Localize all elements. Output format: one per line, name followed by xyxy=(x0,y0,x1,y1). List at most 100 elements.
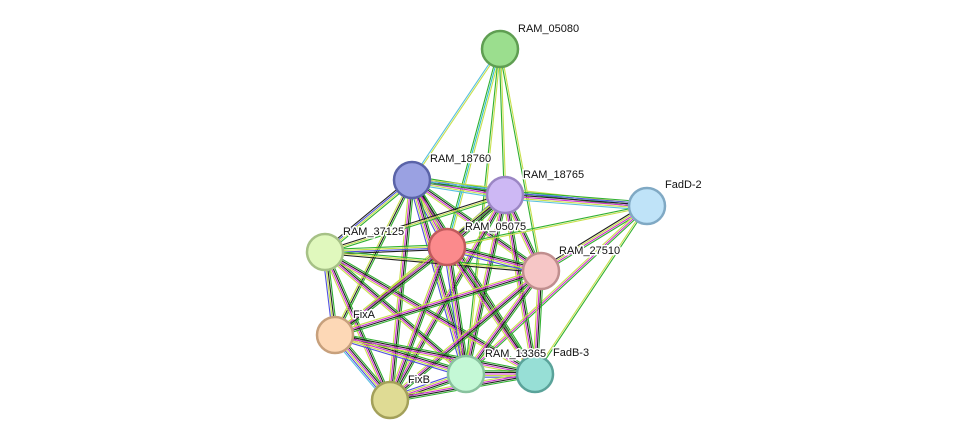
edge-evidence-line xyxy=(333,337,466,378)
edge-ram-18760-fixb xyxy=(387,179,415,401)
node-label-fixb: FixB xyxy=(408,374,430,386)
node-label-fixa: FixA xyxy=(353,309,376,321)
edge-evidence-line xyxy=(504,192,648,205)
edge-evidence-line xyxy=(504,195,648,208)
edge-evidence-line xyxy=(390,246,449,401)
node-ram-05080[interactable] xyxy=(480,29,520,69)
edge-evidence-line xyxy=(324,253,542,274)
edge-evidence-line xyxy=(504,190,648,203)
edge-evidence-line xyxy=(388,246,447,401)
edge-evidence-line xyxy=(334,247,449,337)
edge-evidence-line xyxy=(540,206,648,273)
edge-evidence-line xyxy=(533,205,647,375)
edge-evidence-line xyxy=(387,245,446,400)
labels-layer: RAM_05080RAM_18760RAM_18765FadD-2RAM_371… xyxy=(342,22,704,388)
edge-evidence-line xyxy=(324,244,448,251)
edge-evidence-line xyxy=(466,270,543,376)
edge-evidence-line xyxy=(535,205,649,375)
node-fixb[interactable] xyxy=(370,380,410,420)
edge-evidence-line xyxy=(413,178,538,374)
edge-evidence-line xyxy=(333,245,448,335)
edge-evidence-line xyxy=(446,246,467,375)
edge-ram-05075-fixb xyxy=(387,245,450,402)
edge-ram-27510-fixa xyxy=(333,268,543,338)
edge-evidence-line xyxy=(443,246,464,376)
edge-evidence-line xyxy=(335,248,450,338)
edge-evidence-line xyxy=(322,252,389,402)
edge-evidence-line xyxy=(332,244,447,334)
edge-ram-18765-ram-37125 xyxy=(323,192,507,255)
edge-ram-18765-fadd-2 xyxy=(504,190,648,211)
edge-evidence-line xyxy=(444,246,465,375)
node-label-ram-18760: RAM_18760 xyxy=(430,153,491,165)
edge-evidence-line xyxy=(410,180,542,273)
edge-evidence-line xyxy=(446,206,648,249)
edge-evidence-line xyxy=(323,192,506,252)
edge-ram-05075-ram-13365 xyxy=(443,245,470,376)
node-fadd-2[interactable] xyxy=(627,186,667,226)
edge-evidence-line xyxy=(324,194,506,253)
edge-evidence-line xyxy=(540,204,648,271)
edge-evidence-line xyxy=(503,194,535,375)
edge-evidence-line xyxy=(387,268,540,399)
edge-evidence-line xyxy=(498,48,505,196)
node-fadb-3[interactable] xyxy=(515,354,555,394)
edge-evidence-line xyxy=(333,336,536,377)
edge-ram-05075-fixa xyxy=(332,244,450,338)
edge-fadd-2-ram-05075 xyxy=(446,204,648,249)
edge-evidence-line xyxy=(387,193,504,400)
edge-evidence-line xyxy=(448,246,469,375)
edge-evidence-line xyxy=(463,193,504,375)
edge-fixa-fadb-3 xyxy=(333,332,537,377)
edge-evidence-line xyxy=(464,204,647,374)
edge-ram-05080-ram-18760 xyxy=(410,47,502,181)
edge-ram-18765-ram-13365 xyxy=(463,193,508,376)
edge-evidence-line xyxy=(465,205,648,375)
edge-evidence-line xyxy=(391,179,415,401)
node-ram-18765[interactable] xyxy=(485,175,525,215)
edge-evidence-line xyxy=(467,271,544,376)
edge-fadd-2-ram-13365 xyxy=(464,204,649,376)
nodes-layer xyxy=(305,29,667,420)
edge-evidence-line xyxy=(412,179,469,375)
edge-evidence-line xyxy=(409,179,466,375)
node-ram-18760[interactable] xyxy=(392,160,432,200)
edge-evidence-line xyxy=(324,245,448,252)
node-ram-37125[interactable] xyxy=(305,232,345,272)
edge-evidence-line xyxy=(449,245,470,375)
edge-evidence-line xyxy=(502,194,534,375)
edge-evidence-line xyxy=(410,47,500,181)
node-label-ram-18765: RAM_18765 xyxy=(523,169,584,181)
edge-evidence-line xyxy=(388,269,542,400)
edge-evidence-line xyxy=(334,269,542,335)
edge-evidence-line xyxy=(323,253,535,377)
edge-evidence-line xyxy=(333,335,467,377)
edge-fadd-2-fadb-3 xyxy=(533,205,649,375)
node-ram-13365[interactable] xyxy=(446,354,486,394)
edge-evidence-line xyxy=(390,179,414,401)
edge-evidence-line xyxy=(323,251,390,401)
edge-evidence-line xyxy=(324,252,536,376)
edge-ram-27510-fixb xyxy=(387,268,544,403)
edge-evidence-line xyxy=(466,206,649,376)
edge-evidence-line xyxy=(444,48,500,248)
node-ram-05075[interactable] xyxy=(427,227,467,267)
edge-evidence-line xyxy=(326,249,469,373)
node-label-ram-05075: RAM_05075 xyxy=(465,221,526,233)
node-label-ram-13365: RAM_13365 xyxy=(485,348,546,360)
node-fixa[interactable] xyxy=(315,315,355,355)
edge-evidence-line xyxy=(391,247,450,402)
edge-evidence-line xyxy=(504,193,648,206)
edge-ram-37125-fadb-3 xyxy=(323,249,537,377)
edge-evidence-line xyxy=(333,178,412,335)
node-label-ram-37125: RAM_37125 xyxy=(343,226,404,238)
edge-evidence-line xyxy=(464,269,541,375)
edge-evidence-line xyxy=(539,203,647,270)
edge-evidence-line xyxy=(389,271,543,402)
node-label-ram-27510: RAM_27510 xyxy=(559,245,620,257)
edge-evidence-line xyxy=(334,332,537,373)
edge-evidence-line xyxy=(324,195,507,255)
node-label-fadd-2: FadD-2 xyxy=(665,179,702,191)
node-ram-27510[interactable] xyxy=(521,251,561,291)
